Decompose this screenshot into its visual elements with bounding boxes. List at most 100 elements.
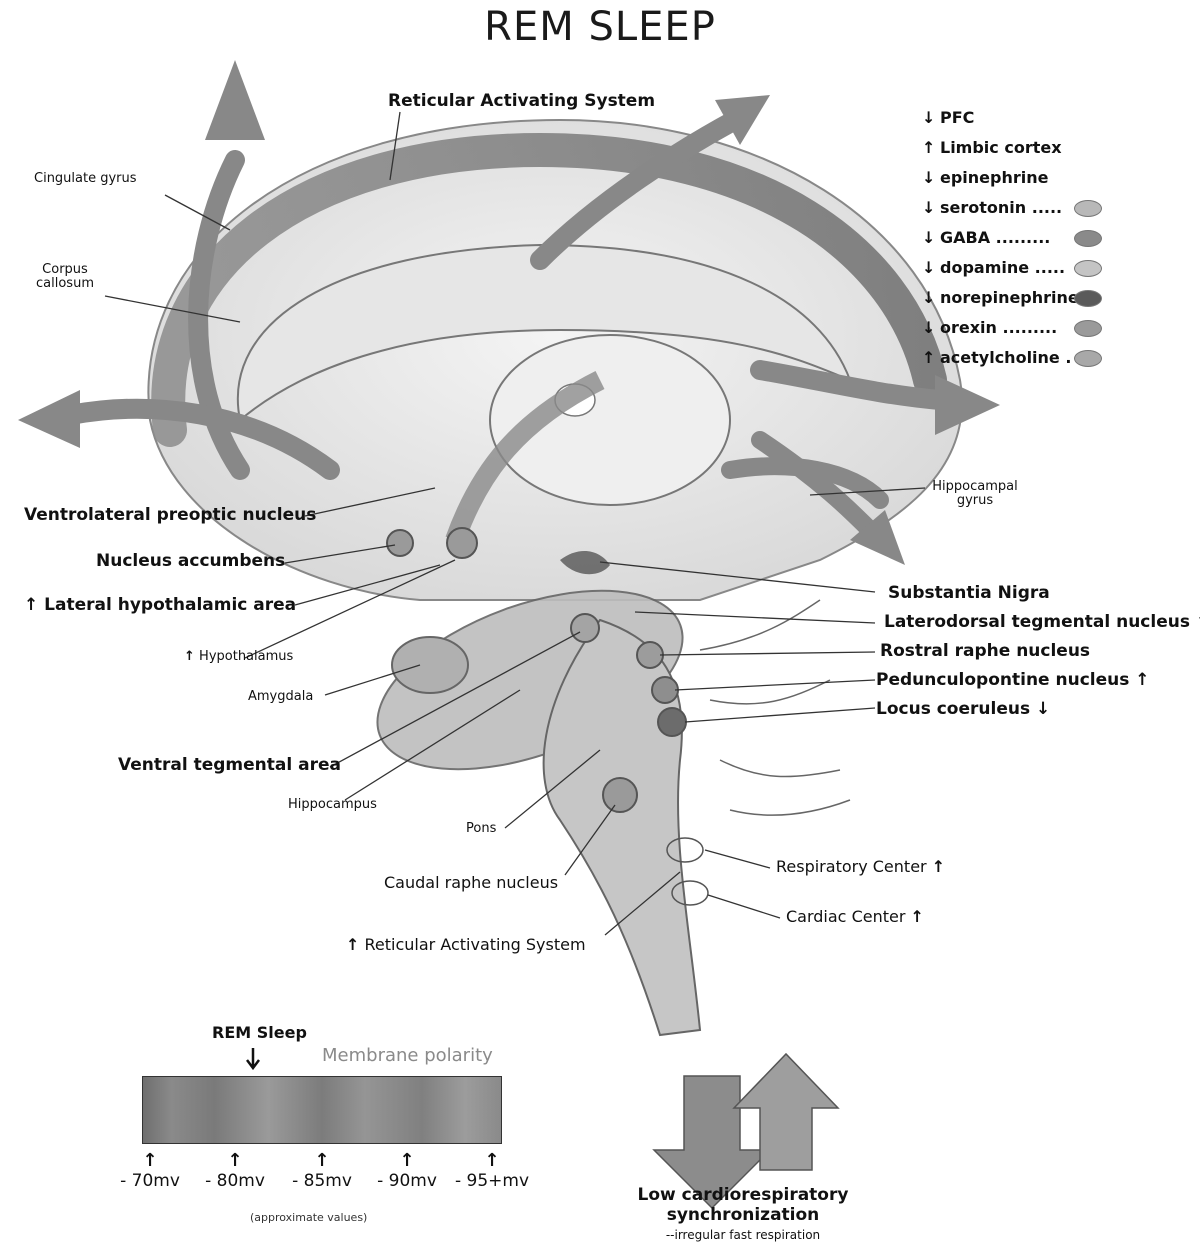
down-arrow-icon: ↓ <box>922 288 940 307</box>
amygdala-shape <box>392 637 468 693</box>
legend-row: ↓serotonin ..... <box>922 192 1102 222</box>
legend-row: ↓epinephrine <box>922 162 1102 192</box>
label-pons: Pons <box>466 822 496 836</box>
legend-swatch <box>1074 200 1102 217</box>
legend-row: ↓norepinephrine <box>922 282 1102 312</box>
legend-row: ↑Limbic cortex <box>922 132 1102 162</box>
legend-label: dopamine ..... <box>940 258 1065 277</box>
membrane-tick-label: - 80mv <box>205 1171 265 1191</box>
nucleus-vta <box>571 614 599 642</box>
down-arrow-icon: ↓ <box>922 228 940 247</box>
label-amygdala: Amygdala <box>248 690 313 704</box>
label-hypothalamus: ↑ Hypothalamus <box>184 650 293 664</box>
down-arrow-icon: ↓ <box>1036 700 1050 719</box>
label-locus-text: Locus coeruleus <box>876 699 1030 719</box>
membrane-tick-label: - 90mv <box>377 1171 437 1191</box>
label-vlpo: Ventrolateral preoptic nucleus <box>24 506 316 525</box>
legend-label: norepinephrine <box>940 288 1079 307</box>
label-respiratory-text: Respiratory Center <box>776 857 927 876</box>
up-arrow-icon: ↑ <box>447 1150 537 1171</box>
membrane-tick: ↑- 70mv <box>105 1150 195 1191</box>
label-ras-bottom-text: Reticular Activating System <box>365 935 586 954</box>
label-cardio-line1: Low cardiorespiratory <box>618 1186 868 1205</box>
nucleus-accumbens <box>447 528 477 558</box>
nucleus-locus <box>658 708 686 736</box>
label-pedunculo: Pedunculopontine nucleus ↑ <box>876 671 1150 690</box>
rem-down-arrow <box>247 1048 259 1068</box>
label-approx: (approximate values) <box>250 1212 367 1224</box>
legend-row: ↓dopamine ..... <box>922 252 1102 282</box>
cerebellum-nerves <box>700 600 850 815</box>
membrane-tick: ↑- 85mv <box>277 1150 367 1191</box>
label-cardio-line3: --irregular fast respiration <box>618 1229 868 1242</box>
legend-label: GABA ......... <box>940 228 1050 247</box>
label-vta: Ventral tegmental area <box>118 756 341 775</box>
legend-swatch <box>1074 230 1102 247</box>
legend-label: orexin ......... <box>940 318 1057 337</box>
label-lateral-hypo: ↑ Lateral hypothalamic area <box>24 596 296 615</box>
membrane-tick-label: - 85mv <box>292 1171 352 1191</box>
down-arrow-icon: ↓ <box>922 168 940 187</box>
legend-label: acetylcholine . . <box>940 348 1083 367</box>
label-ras-bottom: ↑ Reticular Activating System <box>346 936 586 954</box>
label-substantia: Substantia Nigra <box>888 584 1050 603</box>
membrane-tick: ↑- 90mv <box>362 1150 452 1191</box>
up-arrow-icon: ↑ <box>922 138 940 157</box>
membrane-tick: ↑- 80mv <box>190 1150 280 1191</box>
label-cingulate: Cingulate gyrus <box>34 172 137 186</box>
up-arrow-icon: ↑ <box>922 348 940 367</box>
label-cardiac: Cardiac Center ↑ <box>786 908 924 926</box>
up-arrow-icon: ↑ <box>184 650 195 664</box>
legend-label: PFC <box>940 108 974 127</box>
nucleus-vlpo <box>387 530 413 556</box>
membrane-tick: ↑- 95+mv <box>447 1150 537 1191</box>
down-arrow-icon: ↓ <box>922 108 940 127</box>
legend-label: epinephrine <box>940 168 1049 187</box>
down-arrow-icon: ↓ <box>922 198 940 217</box>
arrow-right-head <box>935 375 1000 435</box>
legend-swatch <box>1074 290 1102 307</box>
legend-swatch <box>1074 320 1102 337</box>
nucleus-rostral-raphe <box>637 642 663 668</box>
legend-label: Limbic cortex <box>940 138 1062 157</box>
legend-label: serotonin ..... <box>940 198 1062 217</box>
down-arrow-icon: ↓ <box>922 318 940 337</box>
page-title: REM SLEEP <box>0 4 1200 50</box>
label-hypothalamus-text: Hypothalamus <box>199 649 293 664</box>
legend-row: ↓orexin ......... <box>922 312 1102 342</box>
legend-swatch <box>1074 350 1102 367</box>
nucleus-caudal-raphe <box>603 778 637 812</box>
up-arrow-icon: ↑ <box>932 858 945 876</box>
legend-row: ↓PFC <box>922 102 1102 132</box>
label-cardiac-text: Cardiac Center <box>786 907 905 926</box>
legend-swatch <box>1074 260 1102 277</box>
label-corpus: Corpus callosum <box>30 263 100 292</box>
label-respiratory: Respiratory Center ↑ <box>776 858 945 876</box>
legend-row: ↓GABA ......... <box>922 222 1102 252</box>
membrane-polarity-bar <box>142 1076 502 1144</box>
label-caudal-raphe: Caudal raphe nucleus <box>384 874 558 892</box>
up-arrow-icon: ↑ <box>277 1150 367 1171</box>
arrow-top-left-head <box>205 60 265 140</box>
up-arrow-icon: ↑ <box>362 1150 452 1171</box>
arrow-left-head <box>18 390 80 448</box>
label-accumbens: Nucleus accumbens <box>96 552 285 571</box>
label-laterodorsal-text: Laterodorsal tegmental nucleus <box>884 612 1190 632</box>
legend-row: ↑acetylcholine . . <box>922 342 1102 372</box>
neurotransmitter-legend: ↓PFC↑Limbic cortex↓epinephrine↓serotonin… <box>922 102 1102 372</box>
up-arrow-icon: ↑ <box>346 936 359 954</box>
up-arrow-icon: ↑ <box>911 908 924 926</box>
label-cardio-line2: synchronization <box>618 1206 868 1225</box>
label-rostral-raphe: Rostral raphe nucleus <box>880 642 1090 661</box>
up-arrow-icon: ↑ <box>24 596 38 615</box>
label-ras-top: Reticular Activating System <box>388 92 655 111</box>
up-arrow-icon: ↑ <box>105 1150 195 1171</box>
up-arrow-icon: ↑ <box>1135 671 1149 690</box>
label-laterodorsal: Laterodorsal tegmental nucleus ↑ <box>884 613 1200 632</box>
label-locus: Locus coeruleus ↓ <box>876 700 1050 719</box>
up-arrow-icon: ↑ <box>190 1150 280 1171</box>
label-hippocampus: Hippocampus <box>288 798 377 812</box>
label-pedunculo-text: Pedunculopontine nucleus <box>876 670 1129 690</box>
up-arrow-icon: ↑ <box>1196 613 1200 632</box>
label-lateral-hypo-text: Lateral hypothalamic area <box>44 595 296 615</box>
